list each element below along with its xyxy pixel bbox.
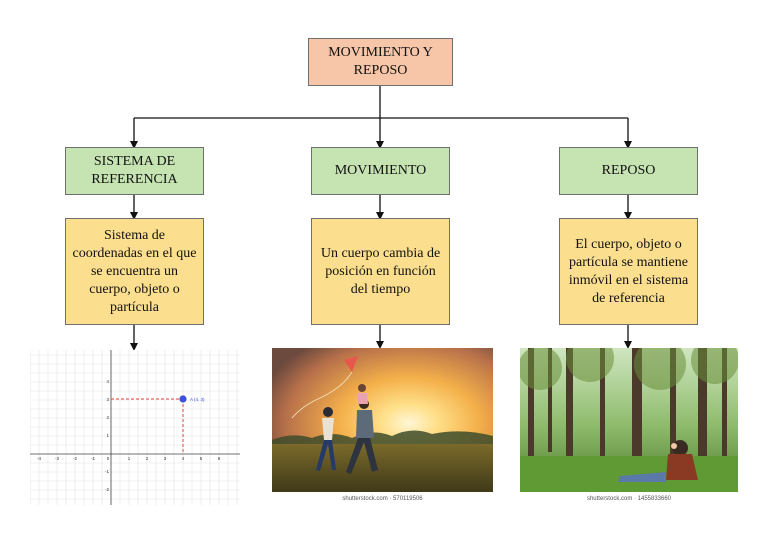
desc-movimiento: Un cuerpo cambia de posición en función …	[311, 218, 450, 325]
node-description: El cuerpo, objeto o partícula se mantien…	[568, 236, 689, 306]
y-tick: 3	[106, 397, 109, 402]
x-tick: 1	[128, 456, 131, 461]
node-title: SISTEMA DE REFERENCIA	[91, 154, 178, 187]
x-tick: 0	[107, 456, 110, 461]
x-tick: 4	[182, 456, 185, 461]
y-tick: 2	[106, 415, 109, 420]
node-sistema-de-referencia: SISTEMA DE REFERENCIA	[65, 147, 204, 195]
root-label: MOVIMIENTO Y REPOSO	[328, 45, 433, 78]
desc-sistema-de-referencia: Sistema de coordenadas en el que se encu…	[65, 218, 204, 325]
x-tick: 2	[146, 456, 149, 461]
forest-rest-illustration	[520, 348, 738, 506]
node-description: Sistema de coordenadas en el que se encu…	[72, 227, 197, 315]
node-title: REPOSO	[601, 163, 656, 178]
y-tick: -1	[105, 469, 109, 474]
desc-reposo: El cuerpo, objeto o partícula se mantien…	[559, 218, 698, 325]
coordinate-grid-image: -4 -3 -2 -1 0 1 2 3 4 5 6 4 3 2 1 -1 -2 …	[30, 350, 240, 505]
x-tick: 5	[200, 456, 203, 461]
root-node: MOVIMIENTO Y REPOSO	[308, 38, 453, 86]
x-tick: 3	[164, 456, 167, 461]
x-tick: -4	[37, 456, 41, 461]
node-reposo: REPOSO	[559, 147, 698, 195]
point-a	[179, 395, 187, 403]
x-tick: 6	[218, 456, 221, 461]
image-credit: shutterstock.com · 570119506	[272, 492, 493, 506]
node-movimiento: MOVIMIENTO	[311, 147, 450, 195]
point-label: A (4, 3)	[190, 397, 205, 402]
movement-photo: shutterstock.com · 570119506	[272, 348, 493, 506]
y-tick: 1	[106, 433, 109, 438]
x-tick: -2	[73, 456, 77, 461]
node-description: Un cuerpo cambia de posición en función …	[320, 245, 441, 297]
node-title: MOVIMIENTO	[334, 163, 427, 178]
x-tick: -3	[55, 456, 59, 461]
y-tick: 4	[106, 379, 109, 384]
image-credit: shutterstock.com · 1455833660	[520, 492, 738, 506]
y-tick: -2	[105, 487, 109, 492]
sunset-field-illustration	[272, 348, 493, 506]
x-tick: -1	[91, 456, 95, 461]
coordinate-grid: -4 -3 -2 -1 0 1 2 3 4 5 6 4 3 2 1 -1 -2 …	[30, 350, 240, 505]
rest-photo: shutterstock.com · 1455833660	[520, 348, 738, 506]
